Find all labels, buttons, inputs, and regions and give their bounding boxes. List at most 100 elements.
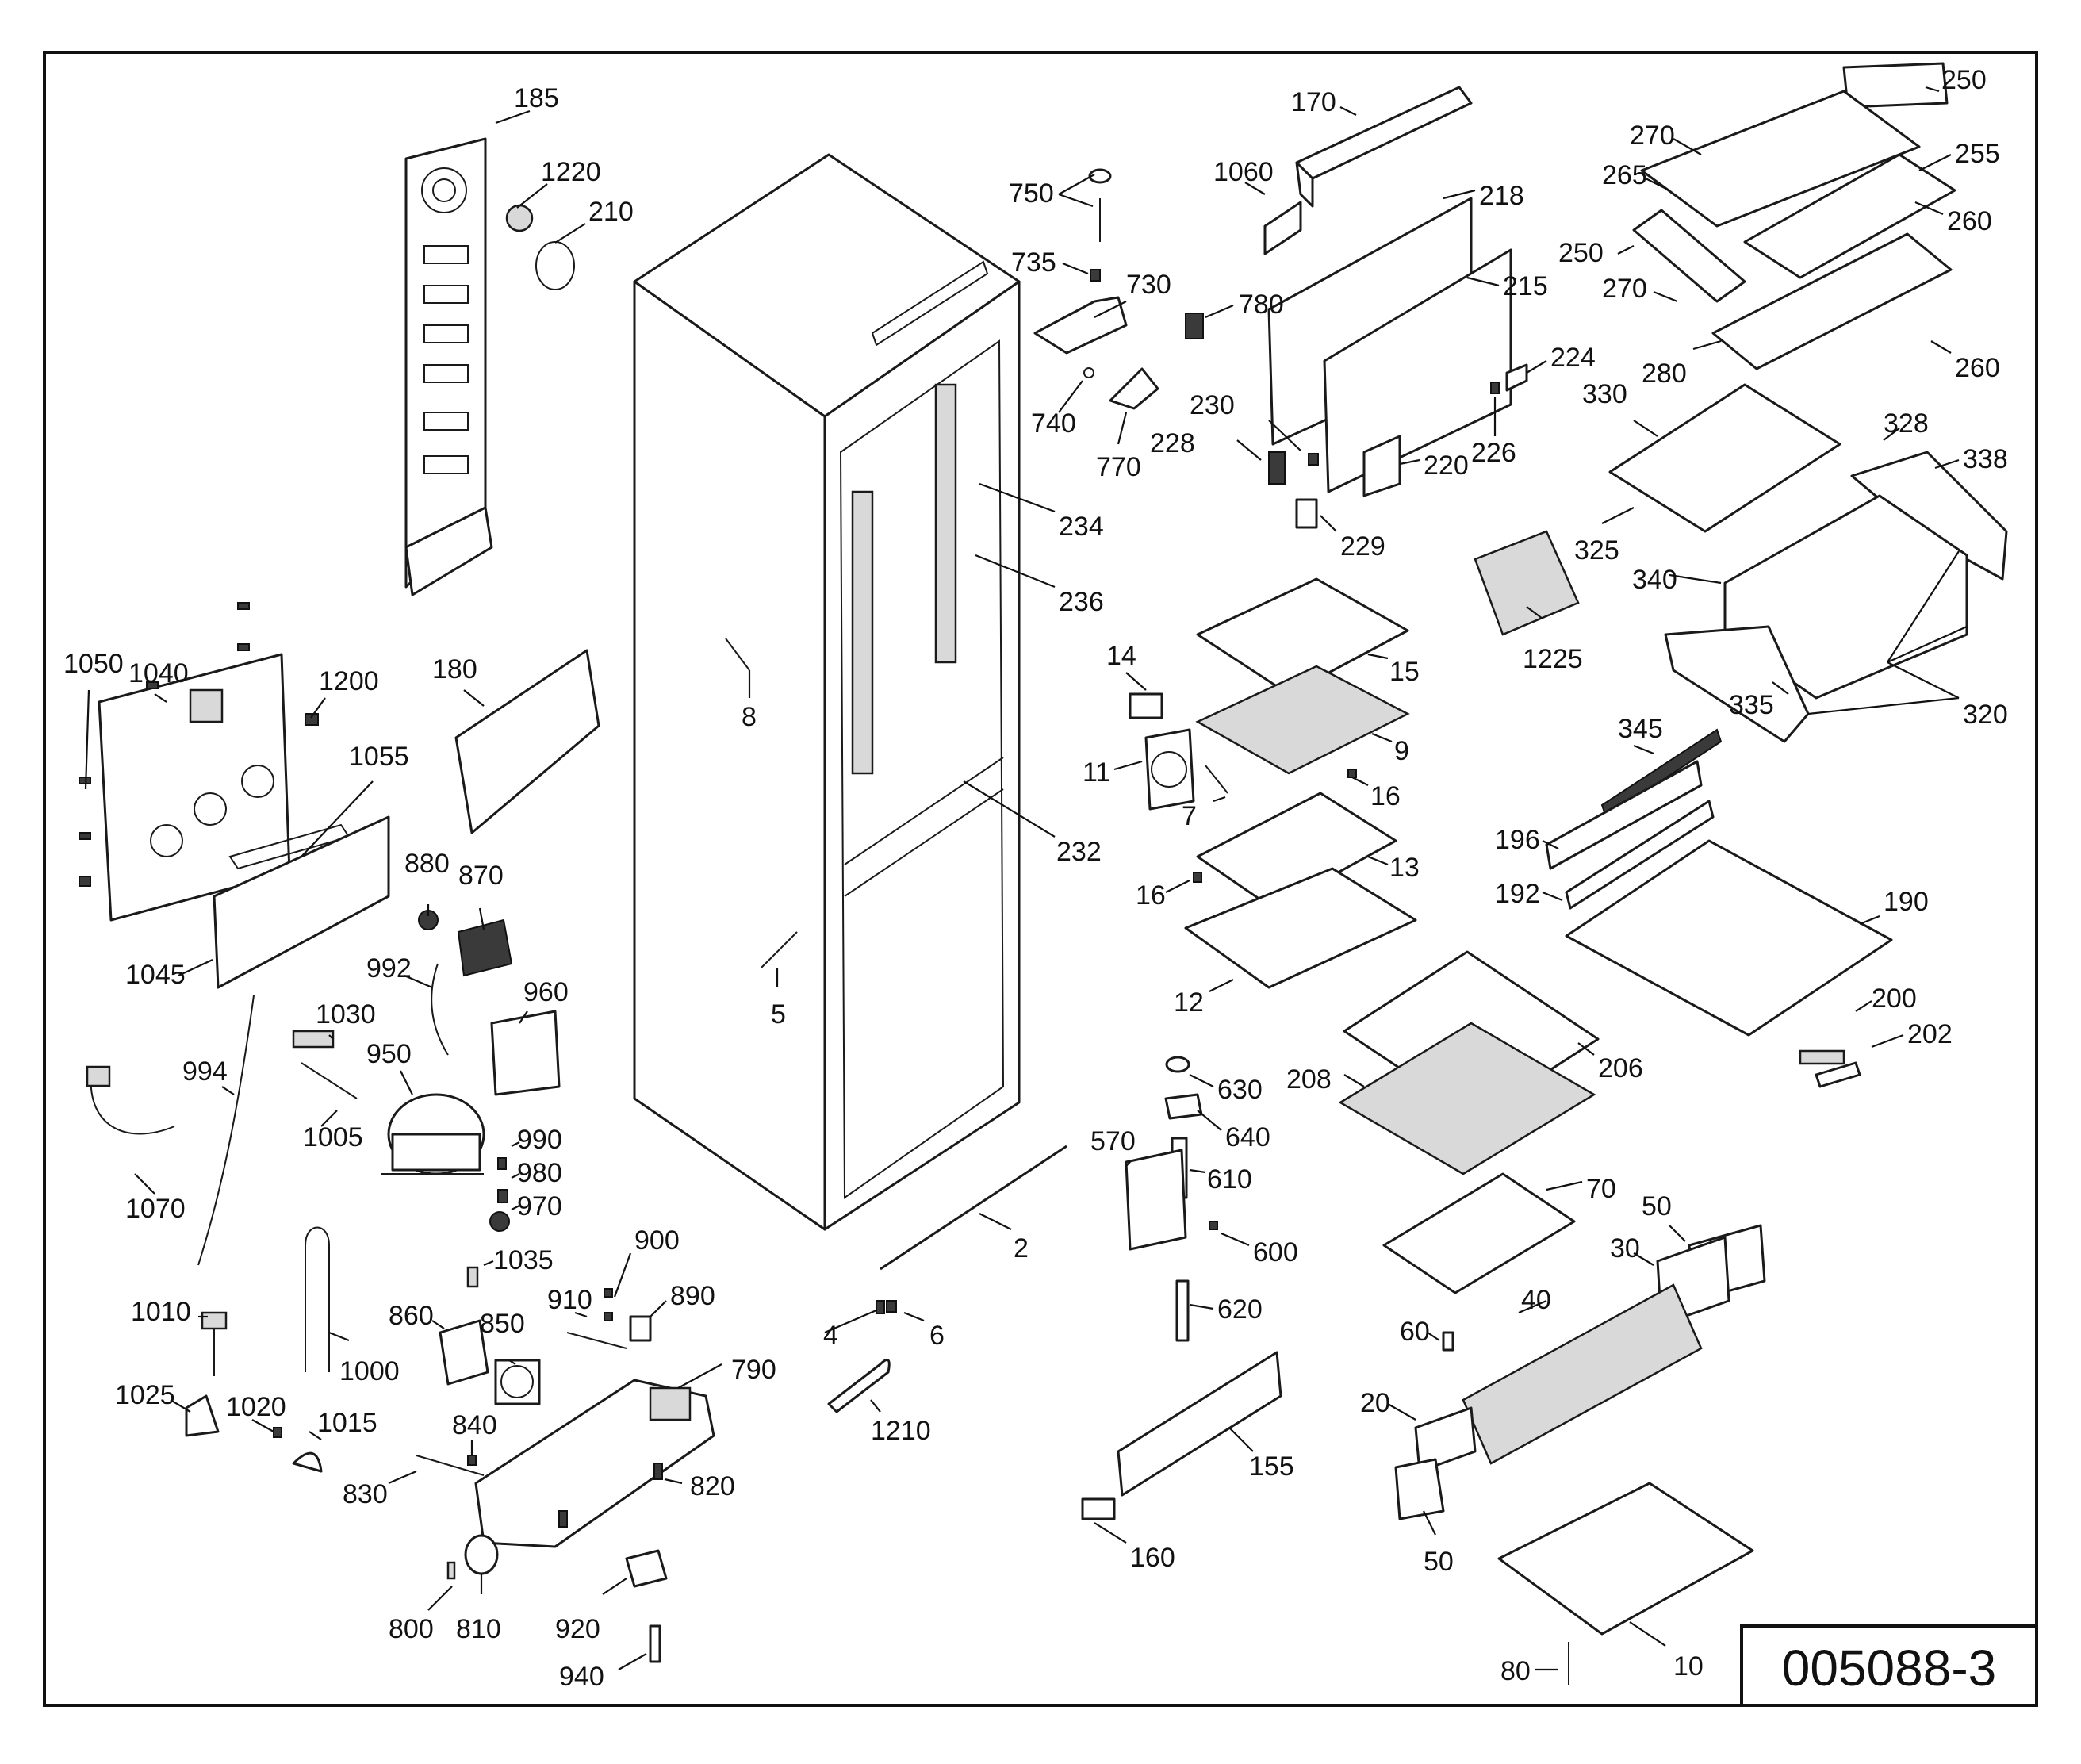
callout-13: 13 xyxy=(1389,853,1420,883)
screws-1050 xyxy=(79,602,319,887)
callout-70: 70 xyxy=(1586,1174,1616,1204)
callout-80: 80 xyxy=(1500,1656,1531,1686)
callout-992: 992 xyxy=(366,953,412,984)
callout-250b: 250 xyxy=(1558,238,1604,268)
part-9-grille xyxy=(1195,665,1410,775)
callout-5: 5 xyxy=(771,999,786,1030)
callout-50b: 50 xyxy=(1424,1547,1454,1577)
part-1225-ice-tray xyxy=(1474,530,1580,636)
callout-280: 280 xyxy=(1642,359,1687,389)
part-200 xyxy=(1799,1049,1845,1065)
part-270-top xyxy=(1640,90,1921,228)
callout-790: 790 xyxy=(731,1355,776,1385)
callout-1200: 1200 xyxy=(319,666,379,696)
callout-20: 20 xyxy=(1360,1388,1390,1418)
drawing-code-box xyxy=(1740,1624,2038,1707)
callout-860: 860 xyxy=(389,1301,434,1331)
part-16-top xyxy=(1347,769,1357,778)
callout-229: 229 xyxy=(1340,531,1385,562)
part-1030 xyxy=(292,1030,335,1049)
part-250-bracket xyxy=(1632,209,1746,303)
part-950-compressor xyxy=(381,1093,485,1175)
callout-630: 630 xyxy=(1217,1075,1263,1105)
part-1035 xyxy=(466,1266,479,1288)
callout-8: 8 xyxy=(742,702,757,732)
callout-328: 328 xyxy=(1884,408,1929,439)
callout-570: 570 xyxy=(1090,1126,1136,1156)
callout-620: 620 xyxy=(1217,1294,1263,1325)
callout-1005: 1005 xyxy=(303,1122,363,1152)
part-40-evaporator xyxy=(1462,1283,1703,1465)
callout-1070: 1070 xyxy=(125,1194,186,1224)
part-60 xyxy=(1442,1331,1454,1352)
part-215-door-glass xyxy=(1323,248,1512,493)
callout-12: 12 xyxy=(1174,987,1204,1018)
callout-232: 232 xyxy=(1056,837,1102,867)
part-190-shelf xyxy=(1565,839,1893,1037)
part-11-fan xyxy=(1144,728,1195,811)
part-180-air-duct xyxy=(454,649,600,834)
callout-155: 155 xyxy=(1249,1451,1294,1482)
callout-250a: 250 xyxy=(1941,65,1987,95)
callout-224: 224 xyxy=(1550,343,1596,373)
part-990 xyxy=(497,1157,507,1170)
callout-1210: 1210 xyxy=(871,1416,931,1446)
callout-170: 170 xyxy=(1291,87,1336,117)
callout-1045: 1045 xyxy=(125,960,186,990)
part-820 xyxy=(653,1463,663,1480)
callout-1030: 1030 xyxy=(316,999,376,1030)
leader-lines xyxy=(84,86,1968,1671)
part-2-bar xyxy=(880,1145,1067,1271)
part-810 xyxy=(464,1534,499,1575)
part-234-rail xyxy=(934,383,957,664)
callout-338: 338 xyxy=(1963,444,2008,474)
callout-226: 226 xyxy=(1471,438,1516,468)
callout-7: 7 xyxy=(1182,801,1197,831)
part-208-grille xyxy=(1338,1022,1596,1175)
part-910 xyxy=(604,1312,613,1321)
part-1045-control-board xyxy=(213,815,390,989)
main-cabinet xyxy=(633,153,1021,1231)
callout-880: 880 xyxy=(404,849,450,879)
part-14 xyxy=(1129,692,1163,719)
callout-735: 735 xyxy=(1011,247,1056,278)
part-50-bottom xyxy=(1394,1458,1445,1520)
part-12-tray xyxy=(1184,867,1417,989)
part-920 xyxy=(625,1549,668,1588)
callout-180: 180 xyxy=(432,654,477,685)
callout-260a: 260 xyxy=(1947,206,1992,236)
part-70-plate xyxy=(1382,1172,1576,1294)
part-900 xyxy=(604,1288,613,1298)
callout-228: 228 xyxy=(1150,428,1195,458)
callout-335: 335 xyxy=(1729,690,1774,720)
rod-910 xyxy=(566,1332,627,1349)
part-236-rail xyxy=(851,490,874,775)
callout-770: 770 xyxy=(1096,452,1141,482)
callout-190: 190 xyxy=(1884,887,1929,917)
callout-1050: 1050 xyxy=(63,649,124,679)
callout-810: 810 xyxy=(456,1614,501,1644)
part-185-rear-panel xyxy=(404,137,493,596)
part-1070-power-cord xyxy=(90,1074,175,1135)
callout-750: 750 xyxy=(1009,178,1054,209)
callout-940: 940 xyxy=(559,1662,604,1692)
callout-255: 255 xyxy=(1955,139,2000,169)
part-229 xyxy=(1295,498,1318,529)
callout-1040: 1040 xyxy=(128,658,189,688)
callout-600: 600 xyxy=(1253,1237,1298,1267)
part-260-top xyxy=(1743,153,1956,279)
callout-215: 215 xyxy=(1503,271,1548,301)
callout-340: 340 xyxy=(1632,565,1677,595)
part-1000-tube xyxy=(305,1226,330,1372)
callout-1035: 1035 xyxy=(493,1245,554,1275)
callout-270a: 270 xyxy=(1630,121,1675,151)
part-202 xyxy=(1815,1061,1861,1088)
plug-1070 xyxy=(86,1065,111,1087)
part-220-handle xyxy=(1362,435,1401,497)
callout-10: 10 xyxy=(1673,1651,1704,1682)
part-730-hinge xyxy=(1033,296,1128,355)
part-5 xyxy=(761,931,798,968)
callout-920: 920 xyxy=(555,1614,600,1644)
callout-185: 185 xyxy=(514,83,559,113)
